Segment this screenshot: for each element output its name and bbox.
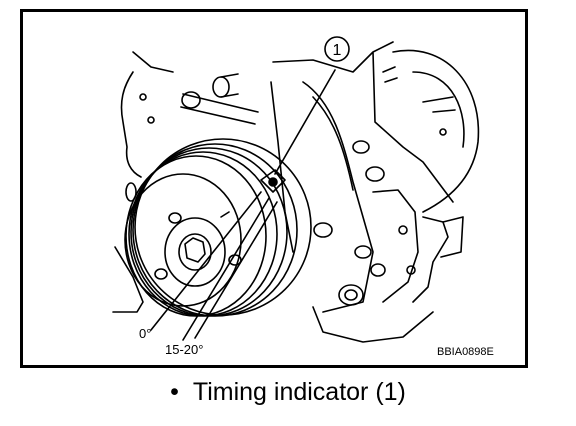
engine-block-left xyxy=(120,71,142,178)
caption: • Timing indicator (1) xyxy=(0,374,576,410)
casing-bolt xyxy=(439,128,447,136)
tensioner-bracket xyxy=(372,189,419,303)
angle-label-range: 15-20° xyxy=(165,342,203,357)
casing-edge xyxy=(270,81,294,253)
pulley-hole xyxy=(154,268,168,280)
cover-hole xyxy=(354,245,372,259)
cover-hole xyxy=(313,222,333,238)
callout-circle xyxy=(324,36,350,62)
cover-hole xyxy=(370,263,386,277)
cover-hole xyxy=(352,140,370,154)
figure-code: BBIA0898E xyxy=(437,346,494,358)
pulley-bolt-hex xyxy=(184,237,206,263)
timing-indicator-plate xyxy=(260,169,286,193)
pulley-edge-hole xyxy=(125,182,137,202)
timing-indicator-bolt xyxy=(268,177,278,187)
casing-curve-inner xyxy=(412,71,465,148)
side-bracket xyxy=(412,216,449,303)
pulley-groove xyxy=(128,151,278,317)
cover-plate-inner xyxy=(312,96,354,191)
caption-text: Timing indicator (1) xyxy=(192,378,406,406)
pulley-hub xyxy=(164,217,226,287)
right-detail xyxy=(422,96,456,113)
casing-hatch xyxy=(382,66,398,83)
engine-illustration: 1 0° 15-20° BBIA0898E xyxy=(112,36,494,358)
fifteen-twenty-degree-line-2 xyxy=(194,201,278,339)
block-bolt xyxy=(139,93,147,101)
block-bolt xyxy=(147,116,155,124)
pulley-face xyxy=(125,155,267,317)
illustration-frame: 1 0° 15-20° BBIA0898E xyxy=(20,9,528,368)
casing-curve xyxy=(392,49,480,213)
pulley-hole xyxy=(168,212,182,224)
caption-bullet: • xyxy=(170,378,179,406)
fifteen-twenty-degree-line xyxy=(182,197,270,341)
mount-boss xyxy=(338,284,364,306)
lower-casing xyxy=(312,306,434,343)
zero-degree-line xyxy=(150,191,262,331)
callout-leader-line xyxy=(274,69,336,175)
pulley-notch xyxy=(220,211,230,218)
pulley-bolt xyxy=(178,233,212,271)
callout-number: 1 xyxy=(333,42,342,59)
engine-block-lower-left xyxy=(112,246,144,313)
cover-hole xyxy=(365,166,385,182)
small-tab xyxy=(440,216,464,258)
rod-end xyxy=(181,91,201,109)
top-rod xyxy=(180,93,259,125)
cover-plate xyxy=(302,81,374,313)
bracket-bolt xyxy=(398,225,408,235)
rod-bolt-shaft xyxy=(220,73,239,98)
pulley-inner-rim xyxy=(124,173,242,307)
rod-bolt xyxy=(212,76,230,98)
mount-boss-hole xyxy=(344,289,358,301)
casing-right xyxy=(272,41,454,203)
block-line-a xyxy=(132,51,174,73)
angle-label-zero: 0° xyxy=(139,326,151,341)
bracket-bolt xyxy=(406,265,416,275)
